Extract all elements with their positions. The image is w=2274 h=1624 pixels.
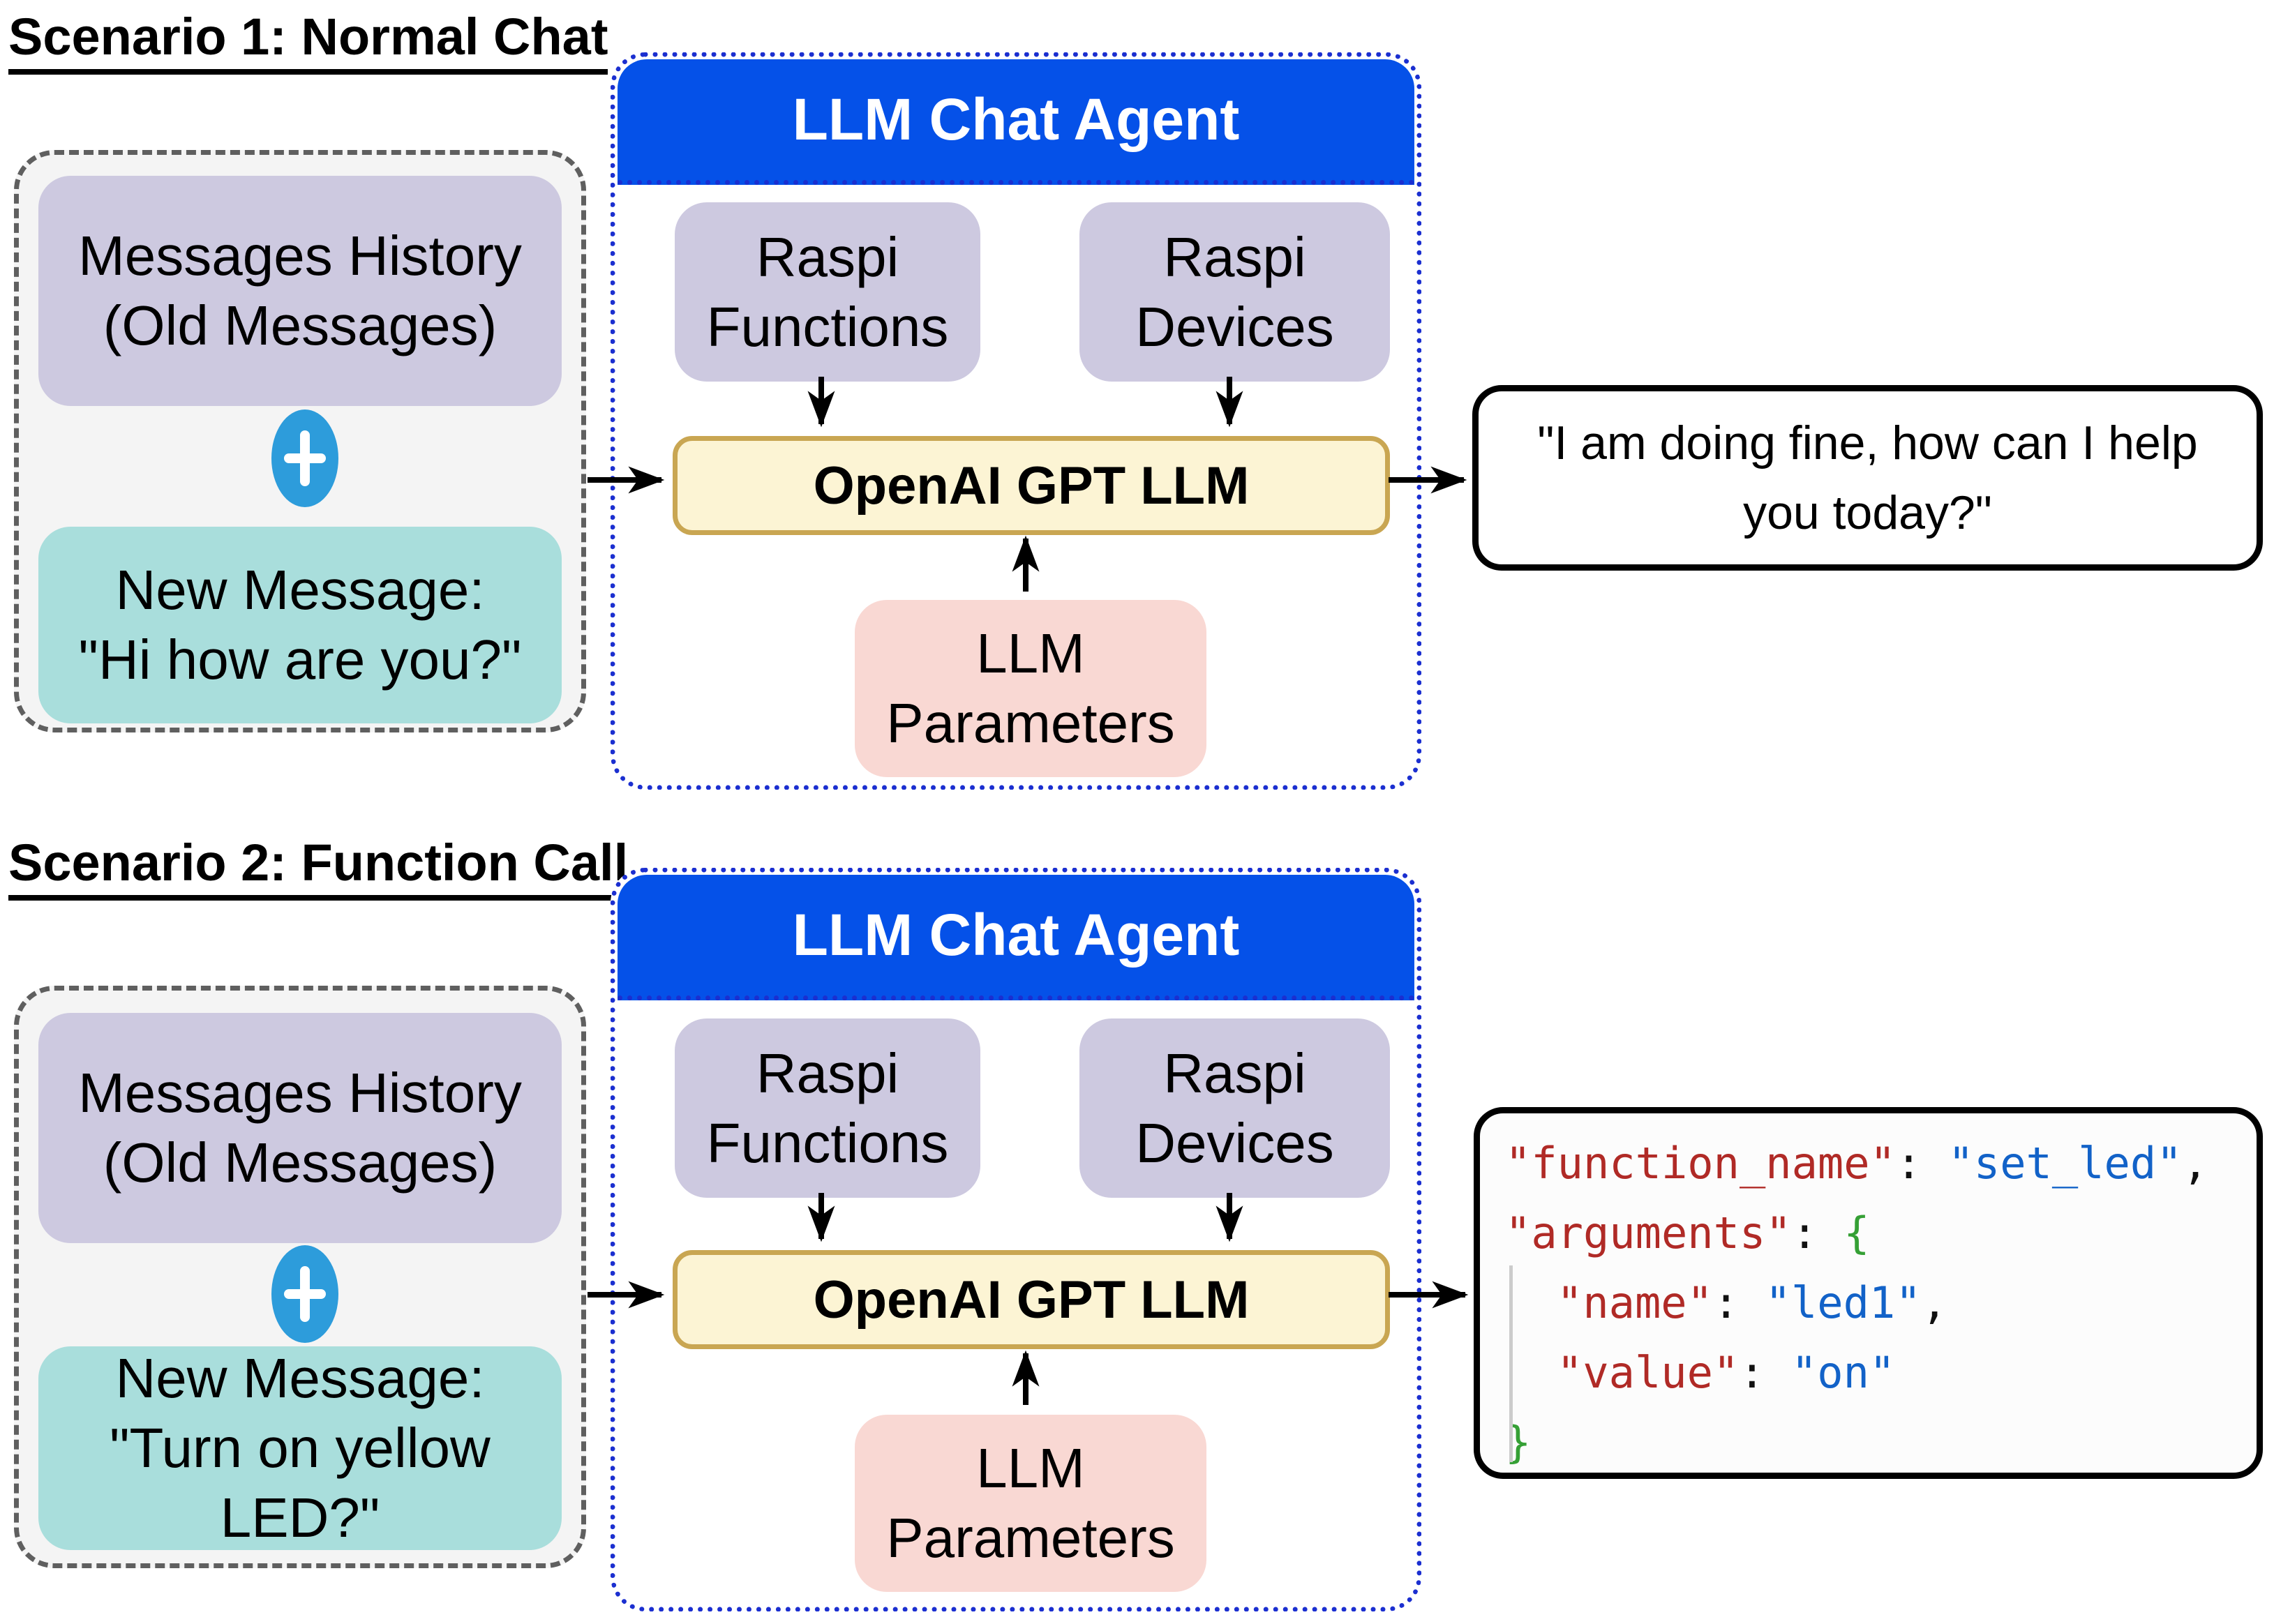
scenario2-input-group: Messages History (Old Messages) New Mess… (14, 986, 586, 1568)
scenario1-agent-header: LLM Chat Agent (618, 59, 1414, 185)
scenario1-output-box: "I am doing fine, how can I help you tod… (1472, 385, 2263, 571)
plus-icon (271, 1245, 338, 1343)
code-line-3: "name": "led1", (1557, 1277, 1947, 1328)
plus-vertical-bar (300, 1266, 310, 1322)
scenario2-messages-history-box: Messages History (Old Messages) (38, 1013, 562, 1243)
scenario2-raspi-functions-box: Raspi Functions (675, 1018, 980, 1198)
plus-vertical-bar (300, 430, 310, 486)
scenario1-openai-gpt-llm-box: OpenAI GPT LLM (673, 436, 1390, 535)
code-indent-guide (1509, 1265, 1513, 1462)
scenario1-agent-card: LLM Chat Agent Raspi Functions Raspi Dev… (611, 52, 1421, 790)
code-line-4: "value": "on" (1557, 1347, 1896, 1398)
scenario1-new-message-box: New Message: "Hi how are you?" (38, 527, 562, 723)
scenario2-title: Scenario 2: Function Call (8, 834, 629, 901)
scenario2-agent-card: LLM Chat Agent Raspi Functions Raspi Dev… (611, 868, 1421, 1611)
scenario1-raspi-devices-box: Raspi Devices (1079, 202, 1390, 382)
scenario2-agent-header: LLM Chat Agent (618, 875, 1414, 1000)
scenario2-function-call-output-box: "function_name": "set_led", "arguments":… (1474, 1107, 2263, 1479)
code-line-1: "function_name": "set_led", (1505, 1138, 2208, 1189)
scenario2-llm-parameters-box: LLM Parameters (855, 1415, 1206, 1592)
code-line-2: "arguments": { (1505, 1208, 1870, 1258)
scenario1-raspi-functions-box: Raspi Functions (675, 202, 980, 382)
scenario1-messages-history-box: Messages History (Old Messages) (38, 176, 562, 406)
plus-icon (271, 409, 338, 507)
scenario1-llm-parameters-box: LLM Parameters (855, 600, 1206, 777)
scenario2-openai-gpt-llm-box: OpenAI GPT LLM (673, 1250, 1390, 1349)
scenario2-raspi-devices-box: Raspi Devices (1079, 1018, 1390, 1198)
scenario1-title: Scenario 1: Normal Chat (8, 8, 608, 75)
scenario1-input-group: Messages History (Old Messages) New Mess… (14, 150, 586, 732)
scenario2-new-message-box: New Message: "Turn on yellow LED?" (38, 1346, 562, 1550)
